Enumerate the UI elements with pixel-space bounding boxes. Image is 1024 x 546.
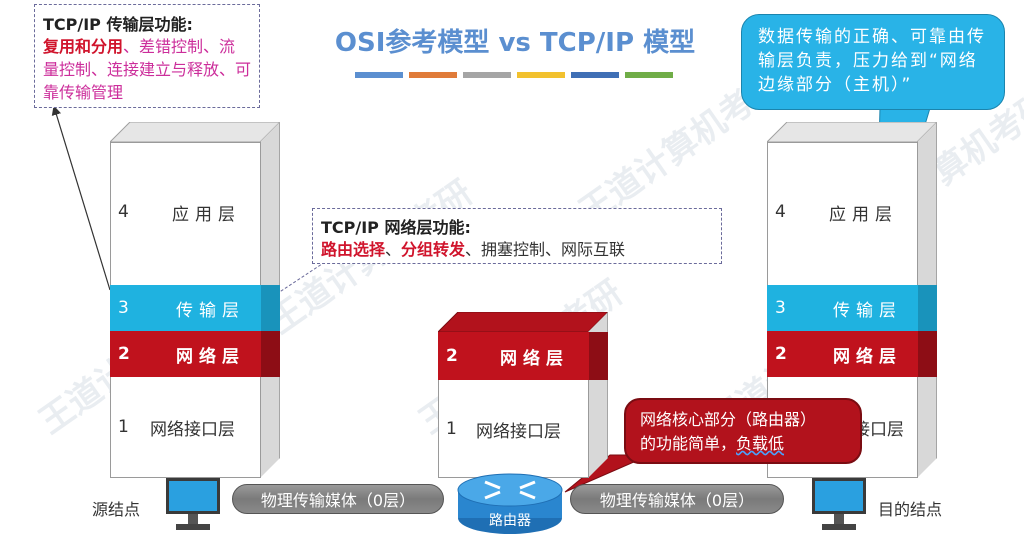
title-bar-segment	[625, 72, 673, 78]
core-speech-emph: 负载低	[736, 434, 785, 453]
transport-function-callout: TCP/IP 传输层功能: 复用和分用、差错控制、流量控制、连接建立与释放、可靠…	[34, 4, 260, 108]
network-function-callout: TCP/IP 网络层功能: 路由选择、分组转发、拥塞控制、网际互联	[312, 208, 722, 264]
network-sep: 、	[385, 240, 402, 259]
layer-number: 2	[446, 346, 458, 366]
layer-name: 应用层	[172, 204, 241, 225]
source-node-label: 源结点	[92, 500, 141, 519]
network-side	[918, 331, 937, 377]
layer-number: 3	[775, 298, 786, 318]
layer-number: 1	[446, 419, 457, 439]
layer-number: 4	[775, 202, 786, 222]
layer-number: 3	[118, 298, 129, 318]
source-transport-layer: 3 传输层	[110, 285, 261, 331]
layer-number: 4	[118, 202, 129, 222]
edge-responsibility-speech-bubble: 数据传输的正确、可靠由传输层负责，压力给到“网络边缘部分（主机）”	[741, 14, 1005, 110]
router-icon: 路由器	[455, 470, 565, 538]
transport-callout-heading: TCP/IP 传输层功能:	[43, 15, 193, 34]
source-stack: 4 应用层 3 传输层 2 网络层 1 网络接口层	[110, 122, 280, 478]
transport-side	[261, 285, 280, 331]
source-interface-layer: 1 网络接口层	[110, 377, 261, 477]
layer-number: 2	[118, 344, 130, 364]
title-bar-segment	[517, 72, 565, 78]
source-application-layer: 4 应用层	[110, 142, 261, 282]
core-simple-speech-bubble: 网络核心部分（路由器） 的功能简单，负载低	[624, 398, 862, 464]
dest-interface-layer: 接口层	[767, 377, 918, 477]
network-rest: 、拥塞控制、网际互联	[465, 240, 626, 259]
layer-name: 网络层	[176, 346, 245, 367]
title-bar-segment	[409, 72, 457, 78]
layer-name: 传输层	[176, 300, 245, 321]
layer-name: 网络接口层	[476, 421, 561, 442]
dest-application-layer: 4 应用层	[767, 142, 918, 282]
network-highlight-forwarding: 分组转发	[401, 240, 466, 259]
source-computer-icon	[162, 476, 222, 536]
transport-rest: 、差错控制、流量控制、连接建立与释放、可靠传输管理	[43, 37, 252, 102]
dest-stack: 4 应用层 3 传输层 2 网络层 接口层	[767, 122, 937, 478]
dest-transport-layer: 3 传输层	[767, 285, 918, 331]
router-interface-layer: 1 网络接口层	[438, 380, 589, 478]
layer-name: 网络层	[500, 348, 569, 369]
layer-name: 网络接口层	[150, 419, 235, 440]
network-callout-heading: TCP/IP 网络层功能:	[321, 218, 471, 237]
network-side	[589, 332, 608, 380]
router-label: 路由器	[489, 513, 531, 529]
router-network-layer: 2 网络层	[438, 332, 589, 380]
page-title: OSI参考模型 vs TCP/IP 模型	[334, 28, 696, 58]
layer-name: 接口层	[853, 419, 904, 440]
dest-computer-icon	[808, 476, 868, 536]
dest-network-layer: 2 网络层	[767, 331, 918, 377]
network-highlight-routing: 路由选择	[321, 240, 386, 259]
source-network-layer: 2 网络层	[110, 331, 261, 377]
layer-name: 网络层	[833, 346, 902, 367]
title-bar-segment	[355, 72, 403, 78]
transport-side	[918, 285, 937, 331]
dest-node-label: 目的结点	[878, 500, 943, 519]
left-physical-medium: 物理传输媒体（0层）	[232, 484, 444, 514]
right-physical-medium: 物理传输媒体（0层）	[570, 484, 784, 514]
title-bar-segment	[571, 72, 619, 78]
layer-name: 传输层	[833, 300, 902, 321]
title-bar-segment	[463, 72, 511, 78]
network-side	[261, 331, 280, 377]
router-stack: 2 网络层 1 网络接口层	[438, 312, 608, 478]
core-speech-line1: 网络核心部分（路由器）	[640, 410, 817, 429]
layer-number: 1	[118, 417, 129, 437]
layer-number: 2	[775, 344, 787, 364]
transport-highlight: 复用和分用	[43, 37, 124, 56]
layer-name: 应用层	[829, 204, 898, 225]
core-speech-line2: 的功能简单，	[640, 434, 737, 453]
